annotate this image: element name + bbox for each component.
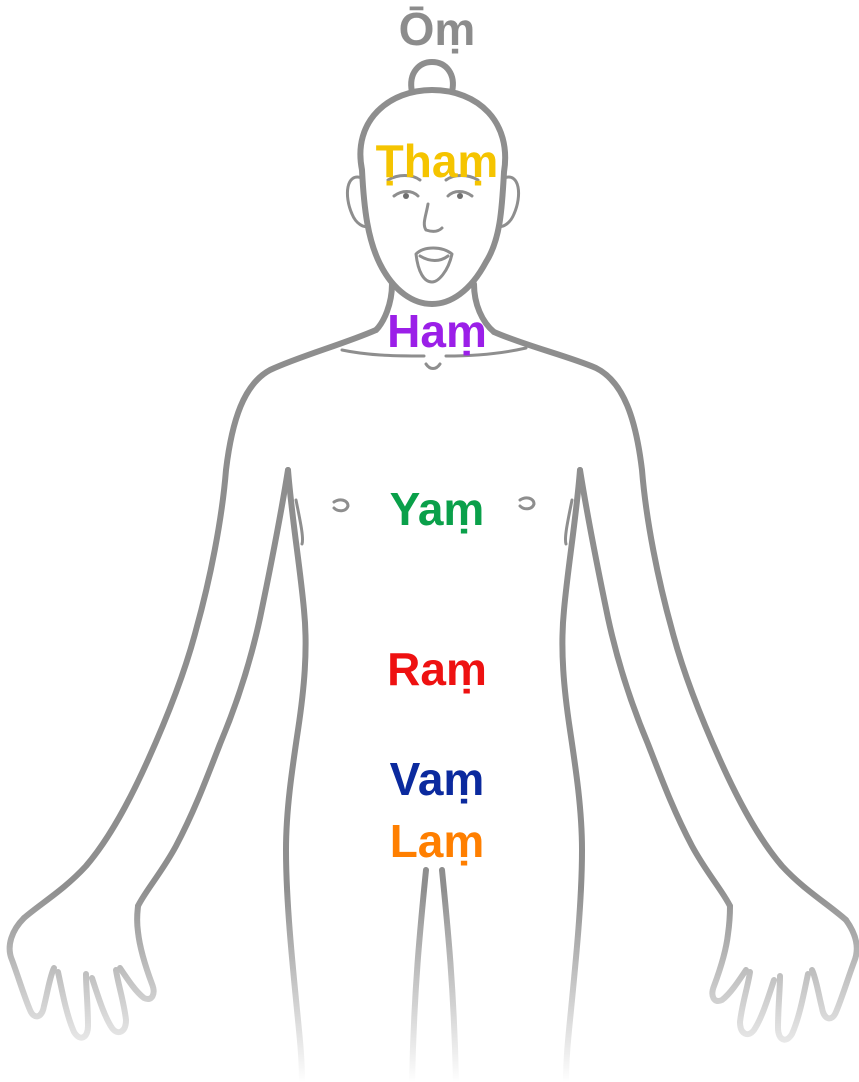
mantra-heart: Yaṃ (390, 486, 485, 532)
mantra-third-eye: Ṭhaṃ (376, 138, 499, 184)
mantra-sacral: Vaṃ (390, 756, 485, 802)
mantra-crown: Ōṃ (399, 6, 476, 52)
mantra-solar-plexus: Raṃ (387, 646, 487, 692)
mantra-root: Laṃ (390, 818, 485, 864)
mantra-throat: Haṃ (387, 308, 487, 354)
